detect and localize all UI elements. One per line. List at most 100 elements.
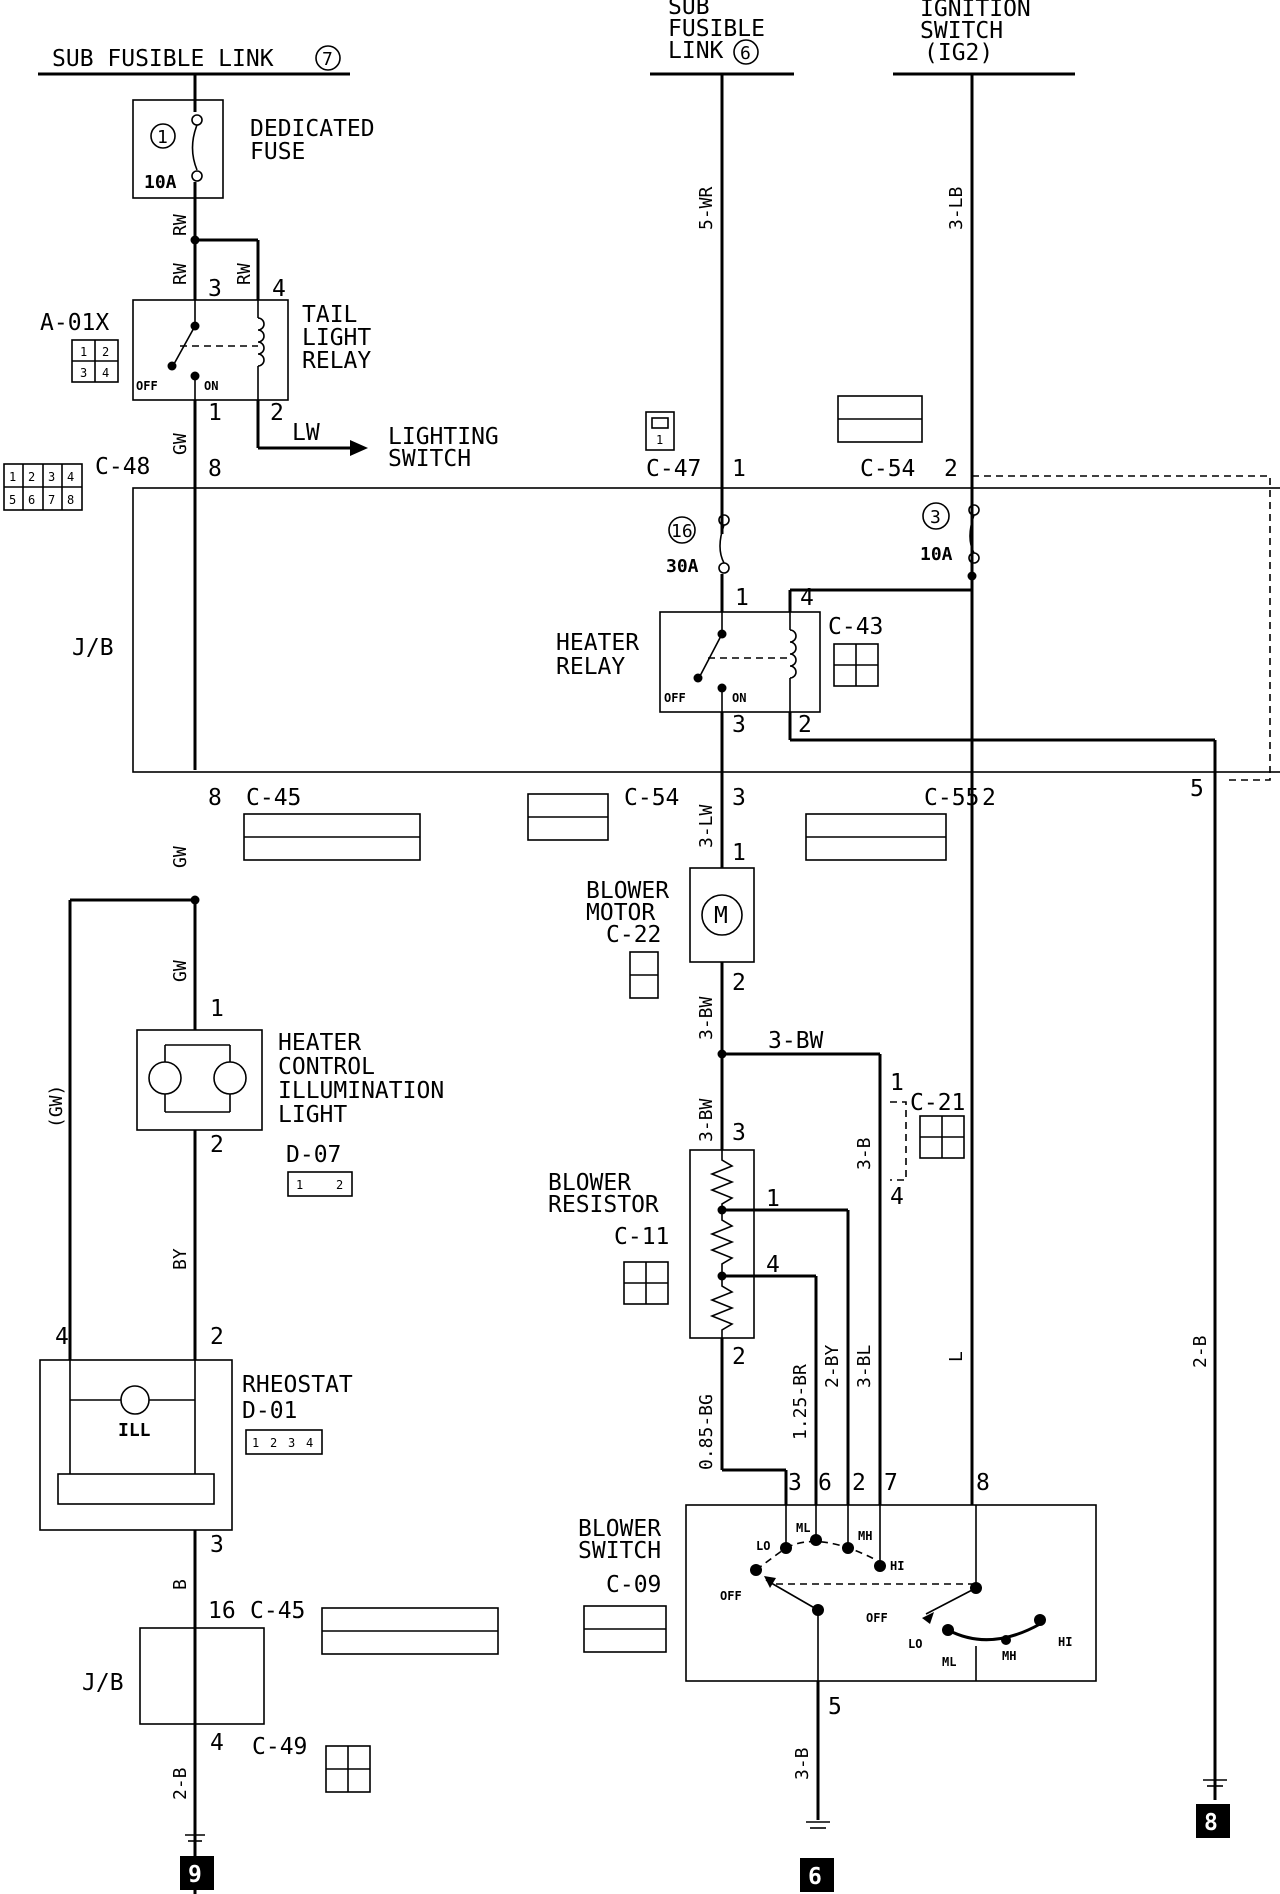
- wire-3lw-label: 3-LW: [696, 804, 717, 848]
- heater-relay-off: OFF: [664, 691, 686, 705]
- sub-fusible-link-6-line2: FUSIBLE: [668, 16, 765, 42]
- tail-relay-pin-2: 2: [270, 400, 284, 426]
- svg-text:4: 4: [67, 470, 74, 484]
- wire-5wr-label: 5-WR: [696, 186, 717, 230]
- fuse-3-number: 3: [930, 507, 941, 528]
- blower-switch-ml-1: ML: [796, 1521, 810, 1535]
- connector-c54-middle-face: [527, 793, 609, 841]
- source-sub-fusible-link-7: SUB FUSIBLE LINK 7: [38, 45, 350, 76]
- junction-block-main: [132, 487, 1280, 773]
- c21-pin-1: 1: [890, 1070, 904, 1096]
- blower-switch-pin-2: 2: [852, 1470, 866, 1496]
- sub-fusible-link-7-label: SUB FUSIBLE LINK: [52, 46, 274, 72]
- sub-fusible-link-6-line3: LINK: [668, 38, 724, 64]
- svg-text:8: 8: [67, 493, 74, 507]
- dedicated-fuse-label-1: DEDICATED: [250, 116, 375, 142]
- wire-2b-right-label: 2-B: [1190, 1335, 1211, 1368]
- blower-switch-lo-1: LO: [756, 1539, 770, 1553]
- wire-by-label: BY: [170, 1248, 191, 1270]
- wire-3bw-label-3: 3-BW: [696, 1098, 717, 1142]
- wire-3b-lower-label: 3-B: [792, 1747, 813, 1780]
- illum-label-4: LIGHT: [278, 1102, 347, 1128]
- tail-relay-on: ON: [204, 379, 218, 393]
- source-ignition-switch: IGNITION SWITCH (IG2): [893, 0, 1075, 76]
- c47-pin-1: 1: [732, 456, 746, 482]
- connector-c54-middle-label: C-54: [624, 785, 679, 811]
- blower-switch-off-2: OFF: [866, 1611, 888, 1625]
- sub-fusible-link-7-number: 7: [322, 49, 333, 70]
- wire-2by-label: 2-BY: [822, 1344, 843, 1388]
- blower-switch-mh-2: MH: [1002, 1649, 1016, 1663]
- svg-text:4: 4: [102, 366, 109, 380]
- connector-d01-label: D-01: [242, 1398, 297, 1424]
- blower-resistor-label-2: RESISTOR: [548, 1192, 659, 1218]
- connector-c45-upper-face: [243, 813, 421, 861]
- blower-motor-pin-1: 1: [732, 840, 746, 866]
- heater-relay-pin-1: 1: [735, 585, 749, 611]
- svg-text:1: 1: [252, 1436, 259, 1450]
- wire-2b-left-label: 2-B: [170, 1767, 191, 1800]
- dedicated-fuse-rating: 10A: [144, 172, 177, 193]
- wire-3bw-label-1: 3-BW: [696, 996, 717, 1040]
- sub-fusible-link-6-line1: SUB: [668, 0, 710, 20]
- svg-text:3: 3: [288, 1436, 295, 1450]
- heater-relay-label-2: RELAY: [556, 654, 625, 680]
- svg-text:1: 1: [296, 1178, 303, 1192]
- resistor-pin-4: 4: [766, 1252, 780, 1278]
- blower-switch-pin-5: 5: [828, 1694, 842, 1720]
- connector-c43-label: C-43: [828, 614, 883, 640]
- blower-motor-pin-2: 2: [732, 970, 746, 996]
- wire-3b-upper-label: 3-B: [854, 1137, 875, 1170]
- blower-motor-label-2: MOTOR: [586, 900, 655, 926]
- illum-label-3: ILLUMINATION: [278, 1078, 444, 1104]
- connector-c43-face: [833, 643, 879, 687]
- illum-pin-1: 1: [210, 996, 224, 1022]
- ground-6: 6: [800, 1821, 834, 1892]
- heater-relay-pin-2: 2: [798, 712, 812, 738]
- blower-switch-hi-1: HI: [890, 1559, 904, 1573]
- connector-c49-face: [325, 1745, 371, 1793]
- rheostat-pin-2: 2: [210, 1324, 224, 1350]
- blower-switch: LO ML MH HI OFF OFF LO ML MH HI BLOWER S…: [578, 1504, 1097, 1682]
- svg-text:1: 1: [9, 470, 16, 484]
- fuse-3: 3 10A: [920, 502, 980, 565]
- wire-gw-label-1: GW: [170, 433, 191, 455]
- rheostat-ill-label: ILL: [118, 1420, 151, 1441]
- resistor-pin-2: 2: [732, 1344, 746, 1370]
- heater-relay-label-1: HEATER: [556, 630, 639, 656]
- c55-pin-5: 5: [1190, 776, 1204, 802]
- blower-switch-hi-2: HI: [1058, 1635, 1072, 1649]
- tail-relay-label-1: TAIL: [302, 302, 357, 328]
- tail-relay-pin-4: 4: [272, 276, 286, 302]
- c45-pin-16: 16: [208, 1598, 236, 1624]
- c45-pin-8: 8: [208, 785, 222, 811]
- wire-gw-label-2: GW: [170, 846, 191, 868]
- ignition-line3: (IG2): [924, 40, 993, 66]
- connector-d07-label: D-07: [286, 1142, 341, 1168]
- heater-relay-pin-3: 3: [732, 712, 746, 738]
- connector-c11-label: C-11: [614, 1224, 669, 1250]
- svg-text:5: 5: [9, 493, 16, 507]
- blower-resistor: BLOWER RESISTOR C-11: [548, 1149, 755, 1339]
- junction-block-label: J/B: [72, 635, 114, 661]
- c55-pin-2: 2: [982, 785, 996, 811]
- blower-motor-m: M: [714, 903, 728, 929]
- blower-switch-lo-2: LO: [908, 1637, 922, 1651]
- svg-text:2: 2: [28, 470, 35, 484]
- heater-relay-on: ON: [732, 691, 746, 705]
- tail-relay-label-3: RELAY: [302, 348, 371, 374]
- wire-br-label: 1.25-BR: [790, 1364, 811, 1440]
- svg-text:2: 2: [102, 345, 109, 359]
- connector-c45-upper-label: C-45: [246, 785, 301, 811]
- junction-block-lower-label: J/B: [82, 1670, 124, 1696]
- connector-c49-label: C-49: [252, 1734, 307, 1760]
- ground-9-label: 9: [188, 1862, 202, 1888]
- c54-upper-pin-2: 2: [944, 456, 958, 482]
- tail-relay-pin-3: 3: [208, 276, 222, 302]
- wire-lw-label: LW: [292, 420, 320, 446]
- blower-motor-label-1: BLOWER: [586, 878, 669, 904]
- heater-relay: OFF ON HEATER RELAY: [556, 611, 821, 713]
